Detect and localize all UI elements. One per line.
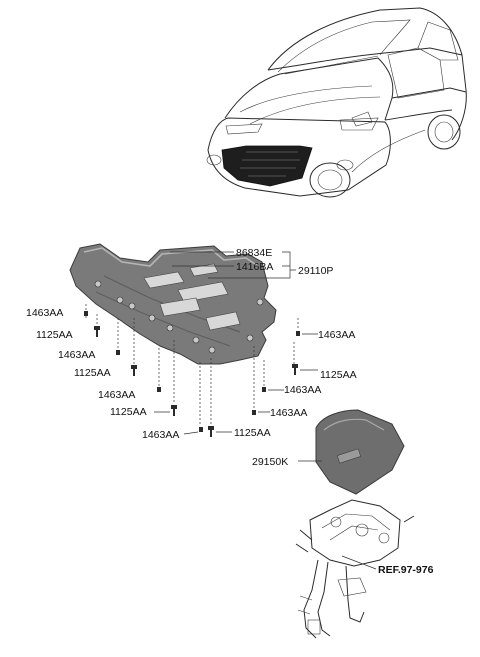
callout-1125aa-left-4: 1125AA — [234, 427, 271, 439]
bolt-1125aa — [131, 365, 137, 376]
engine-assembly — [295, 499, 415, 639]
fasteners — [84, 311, 300, 437]
callout-1463aa-left-1: 1463AA — [26, 307, 63, 319]
vehicle-illustration — [206, 7, 467, 198]
clip-1463aa — [116, 350, 120, 355]
clip-1463aa — [252, 410, 256, 415]
bolt-1125aa — [292, 364, 298, 375]
callout-1463aa-right-3: 1463AA — [270, 407, 307, 419]
callout-29110p: 29110P — [298, 265, 333, 277]
callout-1125aa-left-2: 1125AA — [74, 367, 111, 379]
front-grille — [221, 145, 313, 187]
callout-1125aa-left-3: 1125AA — [110, 406, 147, 418]
bolt-1125aa — [94, 326, 100, 337]
callout-86834e: 86834E — [236, 247, 272, 259]
callout-ref: REF.97-976 — [378, 564, 434, 576]
callout-1463aa-left-2: 1463AA — [58, 349, 95, 361]
callout-1125aa-left-1: 1125AA — [36, 329, 73, 341]
callout-1463aa-right-2: 1463AA — [284, 384, 321, 396]
callout-labels: 86834E 1416BA 29110P 1463AA 1125AA 1463A… — [26, 247, 434, 576]
under-cover-panel — [69, 243, 277, 365]
panel-mount-holes — [94, 280, 264, 354]
callout-1463aa-left-4: 1463AA — [142, 429, 179, 441]
bolt-1125aa — [208, 426, 214, 437]
clip-1463aa — [296, 331, 300, 336]
callout-1463aa-left-3: 1463AA — [98, 389, 135, 401]
callout-1416ba: 1416BA — [236, 261, 273, 273]
callout-29150k: 29150K — [252, 456, 288, 468]
clip-1463aa — [262, 387, 266, 392]
callout-1125aa-right-1: 1125AA — [320, 369, 357, 381]
bolt-1125aa — [171, 405, 177, 416]
leader-lines — [85, 251, 377, 570]
callout-1463aa-right-1: 1463AA — [318, 329, 355, 341]
engine-cover — [315, 409, 405, 495]
clip-1463aa — [157, 387, 161, 392]
clip-1463aa — [199, 427, 203, 432]
